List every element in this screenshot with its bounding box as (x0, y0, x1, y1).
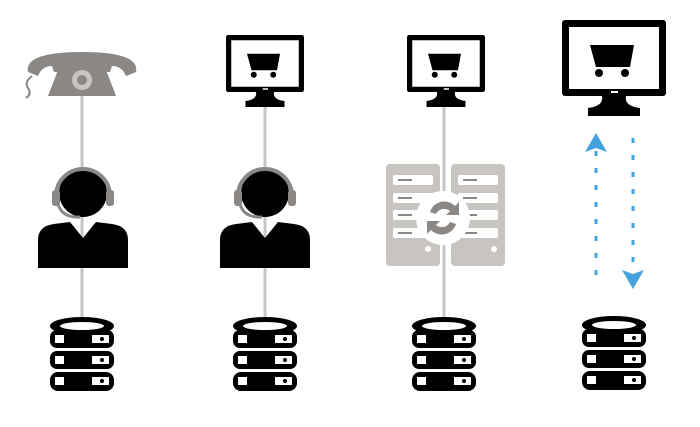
bidirectional-dashed-arrows (585, 133, 644, 289)
database-icon (50, 317, 114, 391)
telephone-icon (25, 52, 137, 99)
column-web-agent (220, 35, 310, 391)
monitor-cart-icon (407, 35, 485, 107)
database-icon (582, 316, 646, 390)
column-direct-integration (562, 20, 666, 390)
server-sync-icon (386, 164, 505, 266)
column-phone-agent (25, 52, 137, 391)
monitor-cart-icon (562, 20, 666, 116)
monitor-cart-icon (226, 35, 304, 107)
down-arrowhead-icon (622, 270, 644, 289)
up-arrowhead-icon (585, 133, 607, 152)
database-icon (412, 317, 476, 391)
database-icon (233, 317, 297, 391)
column-web-sync (386, 35, 505, 391)
